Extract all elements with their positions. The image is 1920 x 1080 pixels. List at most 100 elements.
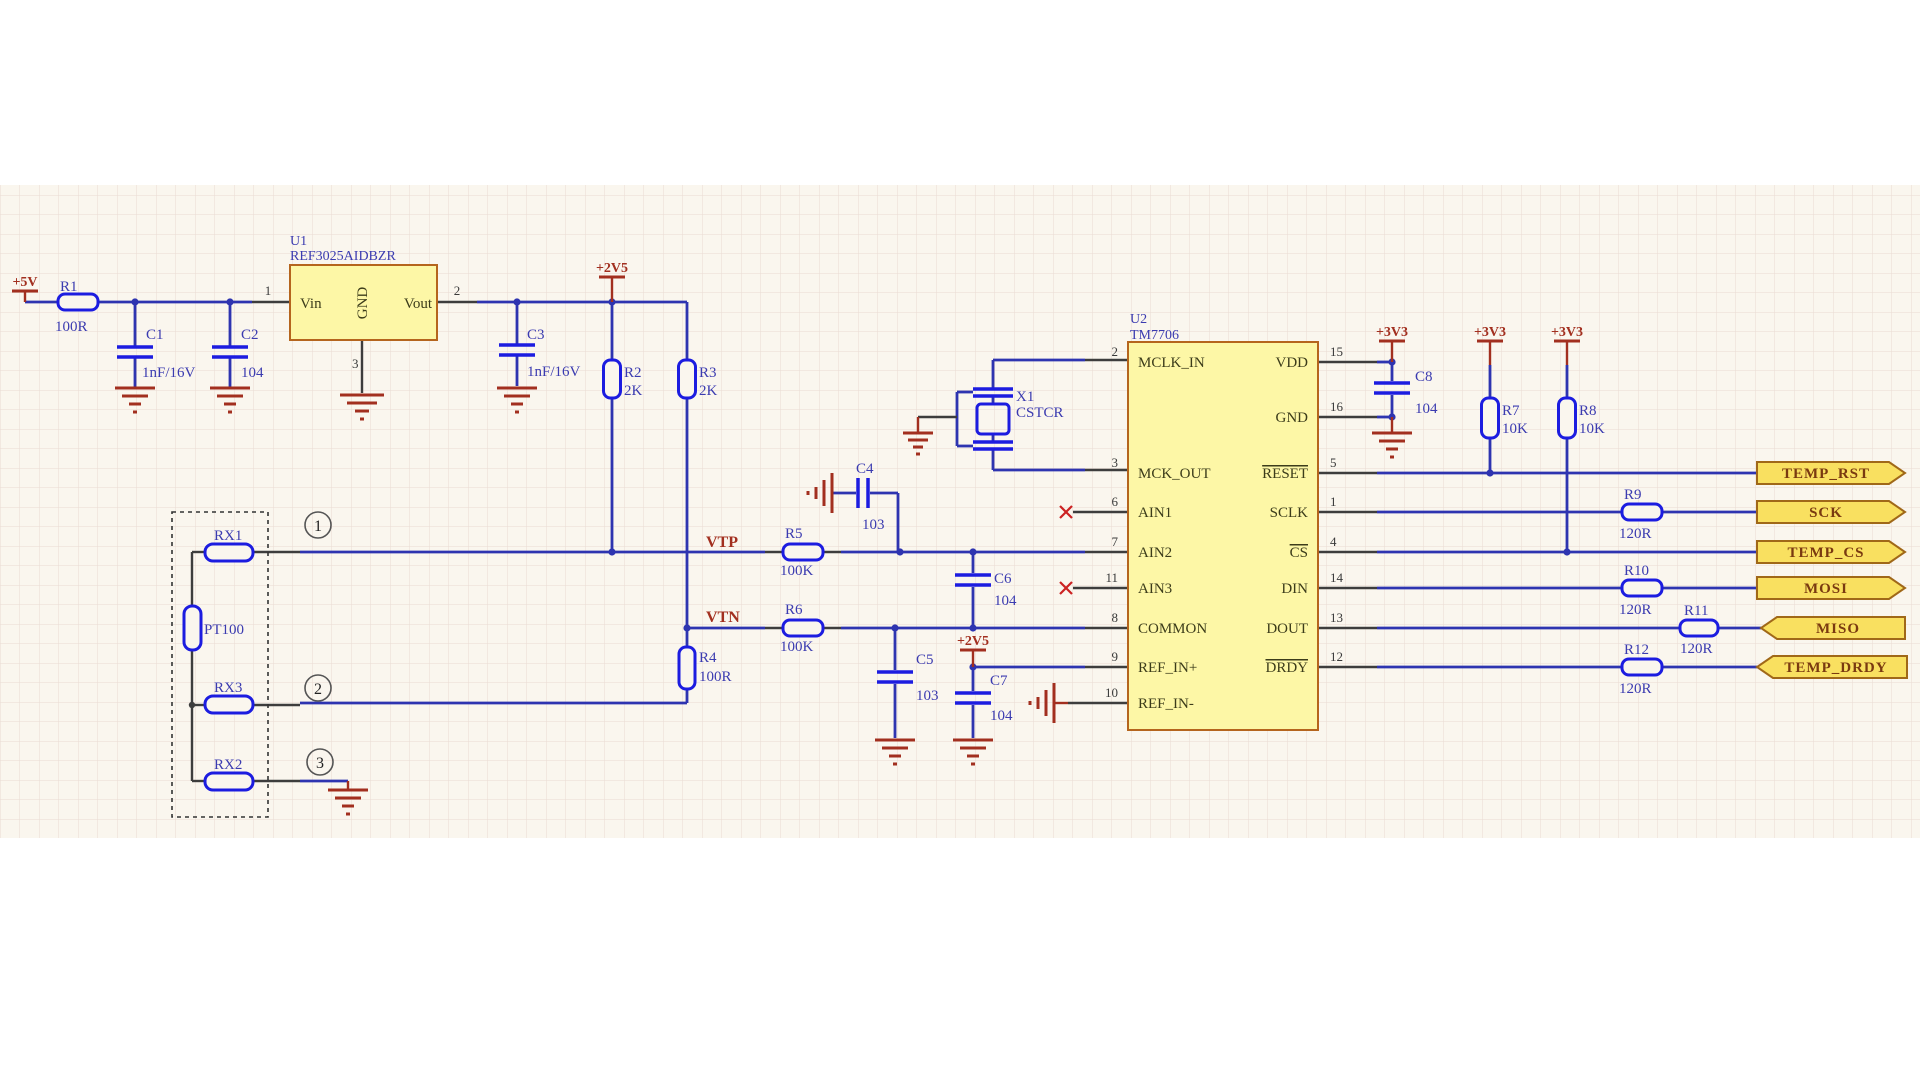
u1-ref: U1 xyxy=(290,234,307,249)
power-2v5-a-label: +2V5 xyxy=(596,261,628,276)
u2-part: TM7706 xyxy=(1130,328,1179,343)
u1-pin2-number: 2 xyxy=(454,283,461,298)
port-flag-temp-rst[interactable]: TEMP_RST xyxy=(1756,461,1907,485)
ground-c8[interactable] xyxy=(1372,417,1412,459)
resistor-r3[interactable] xyxy=(677,358,697,400)
c8-ref: C8 xyxy=(1415,369,1433,385)
resistor-r9[interactable] xyxy=(1620,502,1664,522)
ic-u2[interactable] xyxy=(1127,341,1319,731)
u2-pin-num-cs: 4 xyxy=(1330,534,1337,549)
resistor-pt100[interactable] xyxy=(182,604,203,652)
c1-ref: C1 xyxy=(146,327,164,343)
ground-c3[interactable] xyxy=(497,386,537,414)
resistor-r11[interactable] xyxy=(1678,618,1720,638)
port-flag-temp-cs[interactable]: TEMP_CS xyxy=(1756,540,1907,564)
u2-pin-num-drdy: 12 xyxy=(1330,649,1343,664)
svg-text:SCK: SCK xyxy=(1809,505,1843,521)
resistor-r7[interactable] xyxy=(1480,396,1500,440)
port-flag-temp-drdy[interactable]: TEMP_DRDY xyxy=(1755,655,1908,679)
capacitor-c5[interactable] xyxy=(877,670,913,684)
ground-c4[interactable] xyxy=(806,473,834,513)
power-2v5-b[interactable] xyxy=(960,648,986,667)
r3-ref: R3 xyxy=(699,365,717,381)
resistor-rx1[interactable] xyxy=(203,542,255,563)
r6-val: 100K xyxy=(780,639,814,655)
power-3v3-c[interactable] xyxy=(1554,339,1580,365)
u2-pin-num-dout: 13 xyxy=(1330,610,1343,625)
u2-pin-mclk-in: MCLK_IN xyxy=(1138,355,1205,371)
c7-val: 104 xyxy=(990,708,1013,724)
u2-pin-ain2: AIN2 xyxy=(1138,545,1172,561)
ground-c5[interactable] xyxy=(875,738,915,766)
r2-ref: R2 xyxy=(624,365,642,381)
ground-wire3[interactable] xyxy=(328,781,368,816)
c1-val: 1nF/16V xyxy=(142,365,196,381)
port-flag-mosi[interactable]: MOSI xyxy=(1756,576,1907,600)
pin-stubs xyxy=(190,300,1377,783)
u2-pin-num-ref-in-plus: 9 xyxy=(1112,649,1119,664)
r12-val: 120R xyxy=(1619,681,1652,697)
port-flag-miso[interactable]: MISO xyxy=(1759,616,1906,640)
u2-pin-num-mck-out: 3 xyxy=(1112,455,1119,470)
r10-val: 120R xyxy=(1619,602,1652,618)
resistor-r6[interactable] xyxy=(781,618,825,638)
ground-xtal[interactable] xyxy=(903,417,933,456)
resistor-r2[interactable] xyxy=(602,358,622,400)
r1-val: 100R xyxy=(55,319,88,335)
resistor-r4[interactable] xyxy=(677,645,697,691)
svg-text:TEMP_CS: TEMP_CS xyxy=(1787,545,1864,561)
resistor-r8[interactable] xyxy=(1557,396,1577,440)
resistor-rx3[interactable] xyxy=(203,694,255,715)
crystal-x1[interactable] xyxy=(973,387,1013,451)
r6-ref: R6 xyxy=(785,602,803,618)
u2-pin-num-reset: 5 xyxy=(1330,455,1337,470)
u2-pin-drdy: DRDY xyxy=(1265,660,1308,676)
r9-ref: R9 xyxy=(1624,487,1642,503)
wire-net xyxy=(25,300,1761,783)
resistor-r12[interactable] xyxy=(1620,657,1664,677)
capacitor-c8[interactable] xyxy=(1374,381,1410,395)
power-5v[interactable] xyxy=(12,289,38,302)
ground-u1[interactable] xyxy=(340,393,384,421)
c8-val: 104 xyxy=(1415,401,1438,417)
u2-pin-num-sclk: 1 xyxy=(1330,494,1337,509)
svg-text:2: 2 xyxy=(314,681,322,698)
capacitor-c1[interactable] xyxy=(117,345,153,359)
u2-pin-dout: DOUT xyxy=(1266,621,1308,637)
r9-val: 120R xyxy=(1619,526,1652,542)
power-3v3-b-label: +3V3 xyxy=(1474,325,1506,340)
u2-pin-ref-in-plus: REF_IN+ xyxy=(1138,660,1197,676)
c2-ref: C2 xyxy=(241,327,259,343)
power-2v5-a[interactable] xyxy=(599,275,625,302)
capacitor-c3[interactable] xyxy=(499,343,535,357)
capacitor-c2[interactable] xyxy=(212,345,248,359)
ground-c2[interactable] xyxy=(210,386,250,414)
power-3v3-a-label: +3V3 xyxy=(1376,325,1408,340)
u2-pin-num-din: 14 xyxy=(1330,570,1344,585)
net-label-vtn: VTN xyxy=(706,609,740,626)
resistor-r1[interactable] xyxy=(56,292,100,312)
u1-pin-vout: Vout xyxy=(404,296,433,312)
ground-ref-in-minus[interactable] xyxy=(1028,683,1068,723)
capacitor-c6[interactable] xyxy=(955,573,991,587)
port-flag-sck[interactable]: SCK xyxy=(1756,500,1907,524)
capacitor-c7[interactable] xyxy=(955,691,991,705)
resistor-rx2[interactable] xyxy=(203,771,255,792)
ground-c1[interactable] xyxy=(115,386,155,414)
r5-val: 100K xyxy=(780,563,814,579)
wire-tag-1: 1 xyxy=(304,511,332,539)
r5-ref: R5 xyxy=(785,526,803,542)
power-5v-label: +5V xyxy=(12,275,37,290)
power-3v3-b[interactable] xyxy=(1477,339,1503,365)
resistor-r5[interactable] xyxy=(781,542,825,562)
u1-part: REF3025AIDBZR xyxy=(290,249,396,264)
capacitor-c4[interactable] xyxy=(856,478,870,508)
r8-val: 10K xyxy=(1579,421,1605,437)
power-3v3-a[interactable] xyxy=(1379,339,1405,362)
resistor-r10[interactable] xyxy=(1620,578,1664,598)
u2-pin-reset: RESET xyxy=(1262,466,1308,482)
ic-u1[interactable] xyxy=(289,264,438,341)
rx3-ref: RX3 xyxy=(214,680,242,696)
ground-c7[interactable] xyxy=(953,738,993,766)
c3-val: 1nF/16V xyxy=(527,364,581,380)
